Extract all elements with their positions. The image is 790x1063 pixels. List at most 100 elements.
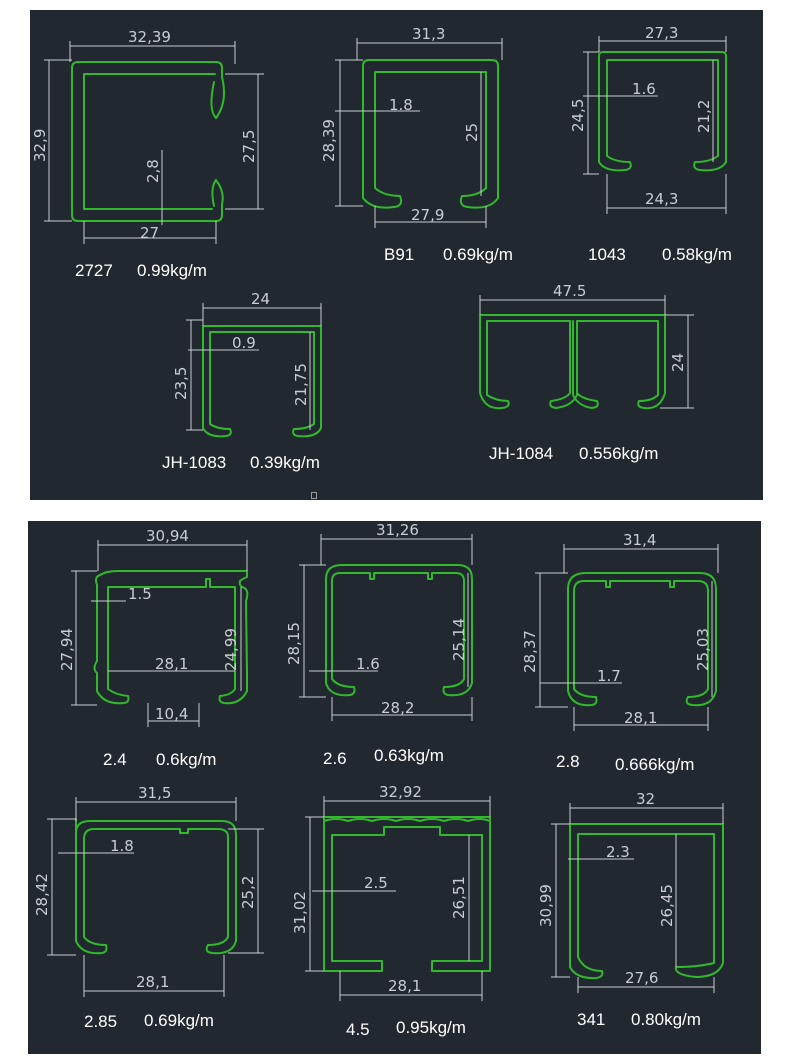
profile-2-85: 31,5 28,42 1.8 25,2 28,1 2.85 0.69kg/m (33, 784, 264, 1031)
profile-weight: 0.80kg/m (631, 1010, 701, 1029)
profile-341: 32 30,99 2.3 26,45 27,6 341 0.80kg/m (537, 790, 724, 1029)
profile-weight: 0.69kg/m (144, 1011, 214, 1030)
dim-bottom: 28,2 (381, 699, 414, 717)
profile-model: 2.85 (84, 1012, 117, 1031)
profile-weight: 0.95kg/m (396, 1018, 466, 1037)
dim-inner-height: 25,03 (694, 628, 712, 671)
dim-inner-height: 26,51 (450, 876, 468, 919)
profile-weight: 0.556kg/m (579, 444, 658, 463)
dim-height: 28,42 (33, 873, 51, 916)
profile-outline (325, 564, 473, 697)
dim-height: 31,02 (291, 891, 309, 934)
dim-inner-height: 21,2 (695, 100, 713, 133)
dim-wall: 1.7 (597, 667, 621, 685)
dim-inner-height: 21,75 (292, 363, 310, 406)
dim-opening: 27 (140, 224, 159, 242)
profile-outline (362, 59, 499, 209)
profile-outline (71, 61, 225, 222)
dim-bottom: 28,1 (388, 977, 421, 995)
drawing-canvas-bottom: 30,94 27,94 1.5 24,99 28,1 10,4 2.4 0.6k… (33, 521, 724, 1039)
dim-height: 32,9 (31, 129, 49, 162)
profile-outline (93, 570, 249, 705)
dim-height: 30,99 (537, 884, 555, 927)
dim-wall: 1.5 (128, 585, 152, 603)
profile-model: 2.8 (556, 752, 580, 771)
drawing-panel-top: 32,39 32,9 27,5 2,8 27 2727 0.99kg/m 31,… (30, 10, 763, 500)
profile-model: 4.5 (346, 1020, 370, 1039)
dim-inner-height: 27,5 (240, 130, 258, 163)
profile-4-5: 32,92 31,02 2.5 26,51 28,1 4.5 0.95kg/m (291, 783, 491, 1039)
profile-model: 341 (577, 1010, 605, 1029)
dim-wall: 1.8 (389, 96, 413, 114)
profile-2727: 32,39 32,9 27,5 2,8 27 2727 0.99kg/m (31, 28, 264, 280)
dim-wall: 1.6 (632, 80, 656, 98)
dim-height: 27,94 (58, 628, 76, 671)
profile-weight: 0.63kg/m (374, 746, 444, 765)
profile-model: 2.6 (323, 749, 347, 768)
profile-2-4: 30,94 27,94 1.5 24,99 28,1 10,4 2.4 0.6k… (58, 527, 249, 769)
profile-weight: 0.666kg/m (615, 755, 694, 774)
dim-width: 30,94 (146, 527, 189, 545)
dim-height: 23,5 (172, 367, 190, 400)
dim-width: 31,26 (376, 521, 419, 539)
profile-outline (75, 818, 237, 955)
profile-weight: 0.39kg/m (250, 453, 320, 472)
profile-2-8: 31,4 28,37 1.7 25,03 28,1 2.8 0.666kg/m (521, 531, 719, 774)
profile-jh-1084: 47.5 24 JH-1084 0.556kg/m (479, 282, 694, 463)
dim-opening: 10,4 (155, 705, 188, 723)
dim-inner-height: 24,99 (222, 628, 240, 671)
profile-outline (567, 572, 717, 707)
profile-outline (569, 823, 724, 980)
dim-bottom: 28,1 (155, 655, 188, 673)
profile-model: 2.4 (103, 750, 127, 769)
profile-weight: 0.6kg/m (156, 750, 216, 769)
profile-weight: 0.69kg/m (443, 245, 513, 264)
dim-width: 47.5 (553, 282, 586, 300)
profile-2-6: 31,26 28,15 1.6 25,14 28,2 2.6 0.63kg/m (285, 521, 473, 768)
dim-inner-height: 25,14 (450, 618, 468, 661)
dim-width: 31,3 (412, 25, 445, 43)
dim-bottom: 27,9 (411, 206, 444, 224)
dim-wall: 0.9 (232, 334, 256, 352)
drawing-panel-bottom: 30,94 27,94 1.5 24,99 28,1 10,4 2.4 0.6k… (28, 521, 761, 1054)
dim-width: 32,39 (128, 28, 171, 46)
dim-wall: 2.3 (606, 843, 630, 861)
dim-wall: 2.5 (364, 874, 388, 892)
dim-width: 24 (251, 290, 270, 308)
dim-height: 28,39 (320, 119, 338, 162)
profile-weight: 0.58kg/m (662, 245, 732, 264)
page-marker (311, 492, 317, 499)
profile-outline (479, 314, 666, 410)
dim-height: 24 (669, 353, 687, 372)
profile-model: JH-1084 (489, 444, 553, 463)
dim-width: 32,92 (379, 783, 422, 801)
profile-model: 1043 (588, 245, 626, 264)
dim-bottom: 24,3 (645, 190, 678, 208)
profile-outline (598, 51, 727, 172)
profile-jh-1083: 24 23,5 0.9 21,75 JH-1083 0.39kg/m (162, 290, 322, 472)
dim-height: 24,5 (569, 99, 587, 132)
dim-height: 28,37 (521, 630, 539, 673)
dim-bottom: 28,1 (136, 973, 169, 991)
dim-wall: 1.8 (110, 837, 134, 855)
dim-gap: 2,8 (144, 159, 162, 183)
dim-bottom: 27,6 (625, 969, 658, 987)
dim-width: 31,5 (138, 784, 171, 802)
dim-height: 28,15 (285, 622, 303, 665)
profile-1043: 27,3 24,5 1.6 21,2 24,3 1043 0.58kg/m (569, 24, 732, 264)
profile-outline (202, 325, 322, 438)
profile-weight: 0.99kg/m (137, 261, 207, 280)
dim-width: 32 (636, 790, 655, 808)
profile-outline (323, 816, 491, 972)
dim-width: 31,4 (623, 531, 656, 549)
profile-model: 2727 (75, 261, 113, 280)
dim-bottom: 28,1 (624, 709, 657, 727)
dim-width: 27,3 (645, 24, 678, 42)
profile-model: B91 (384, 245, 414, 264)
profile-b91: 31,3 28,39 1.8 25 27,9 B91 0.69kg/m (320, 25, 513, 264)
dim-wall: 1.6 (356, 655, 380, 673)
dim-inner-height: 26,45 (658, 884, 676, 927)
dim-inner-height: 25 (463, 123, 481, 142)
drawing-canvas-top: 32,39 32,9 27,5 2,8 27 2727 0.99kg/m 31,… (31, 24, 732, 472)
dim-inner-height: 25,2 (239, 876, 257, 909)
